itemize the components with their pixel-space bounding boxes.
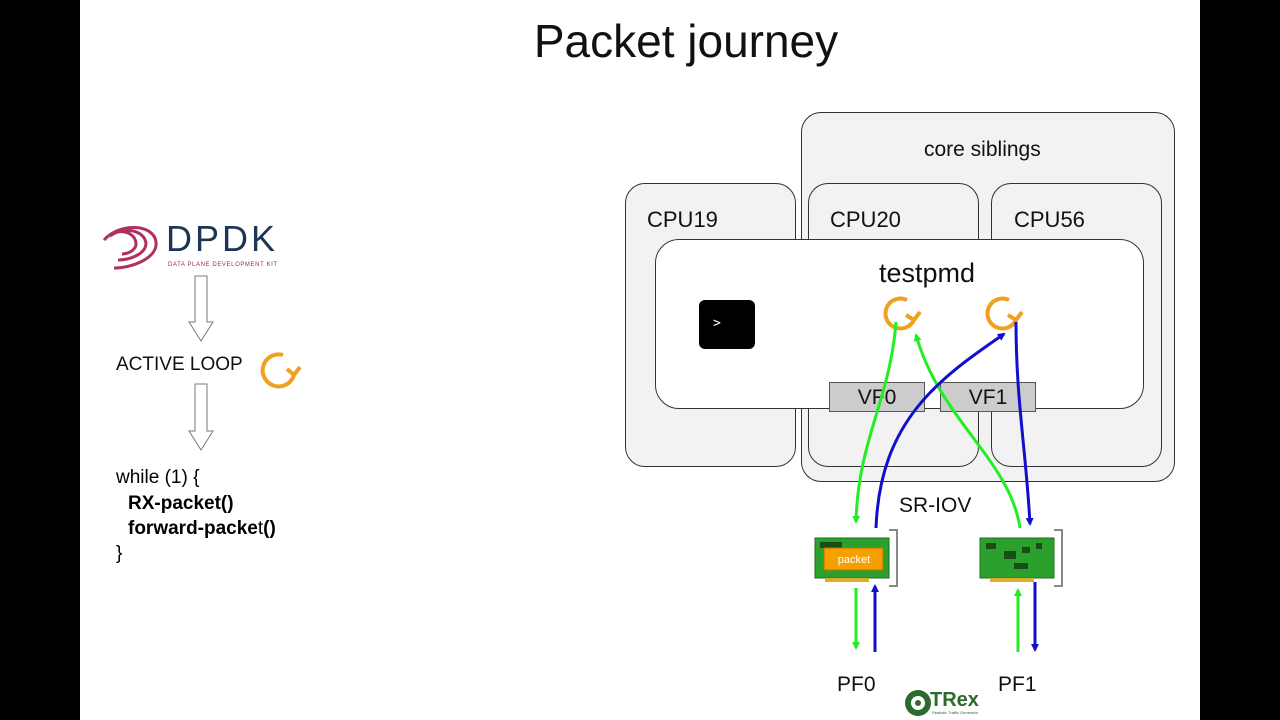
core-siblings-label: core siblings [924, 138, 1041, 161]
code-line-while: while (1) { [116, 467, 200, 488]
rx-tx-loop-icon-1 [883, 296, 922, 331]
slide: Packet journey core siblings CPU19 CPU20… [80, 0, 1200, 720]
console-prompt: > [713, 316, 721, 331]
code-forward-part3: () [263, 518, 276, 539]
code-line-rx: RX-packet() [128, 493, 234, 514]
code-forward-part2: t [257, 518, 264, 539]
sriov-label: SR-IOV [899, 494, 972, 517]
pf1-label: PF1 [998, 673, 1037, 696]
cpu20-label: CPU20 [830, 207, 901, 232]
trex-logo-text: TRex [930, 689, 979, 711]
diagram-graphics: packet [102, 226, 1063, 716]
rx-path-loop-to-nic0 [852, 321, 898, 524]
rx-path-nic1-to-loop [913, 333, 1022, 529]
dpdk-logo-tagline: DATA PLANE DEVELOPMENT KIT [168, 262, 278, 268]
flow-arrow-down-2 [188, 383, 214, 451]
tx-path-nic0-to-loop [874, 332, 1006, 529]
code-forward-part1: forward-packe [128, 518, 258, 539]
trex-logo-tagline: Realistic Traffic Generator [932, 710, 979, 715]
cpu19-label: CPU19 [647, 207, 718, 232]
pf0-label: PF0 [837, 673, 876, 696]
code-line-close: } [116, 543, 123, 564]
nic-card-1-icon [979, 529, 1063, 587]
slide-title: Packet journey [533, 15, 839, 67]
testpmd-label: testpmd [879, 258, 976, 288]
dpdk-logo-icon [102, 226, 158, 270]
cpu56-label: CPU56 [1014, 207, 1085, 232]
trex-logo-icon [905, 690, 931, 716]
rx-tx-loop-icon-2 [985, 296, 1024, 331]
flow-arrow-down-1 [188, 275, 214, 342]
code-line-forward: forward-packet() [128, 518, 276, 540]
packet-box [823, 547, 884, 571]
active-loop-label: ACTIVE LOOP [116, 354, 243, 375]
tx-path-loop-to-nic1 [1014, 321, 1034, 526]
packet-label: packet [838, 554, 870, 566]
terminal-icon: > [699, 300, 755, 349]
dpdk-logo-text: DPDK [166, 218, 279, 259]
active-loop-icon [260, 352, 302, 389]
